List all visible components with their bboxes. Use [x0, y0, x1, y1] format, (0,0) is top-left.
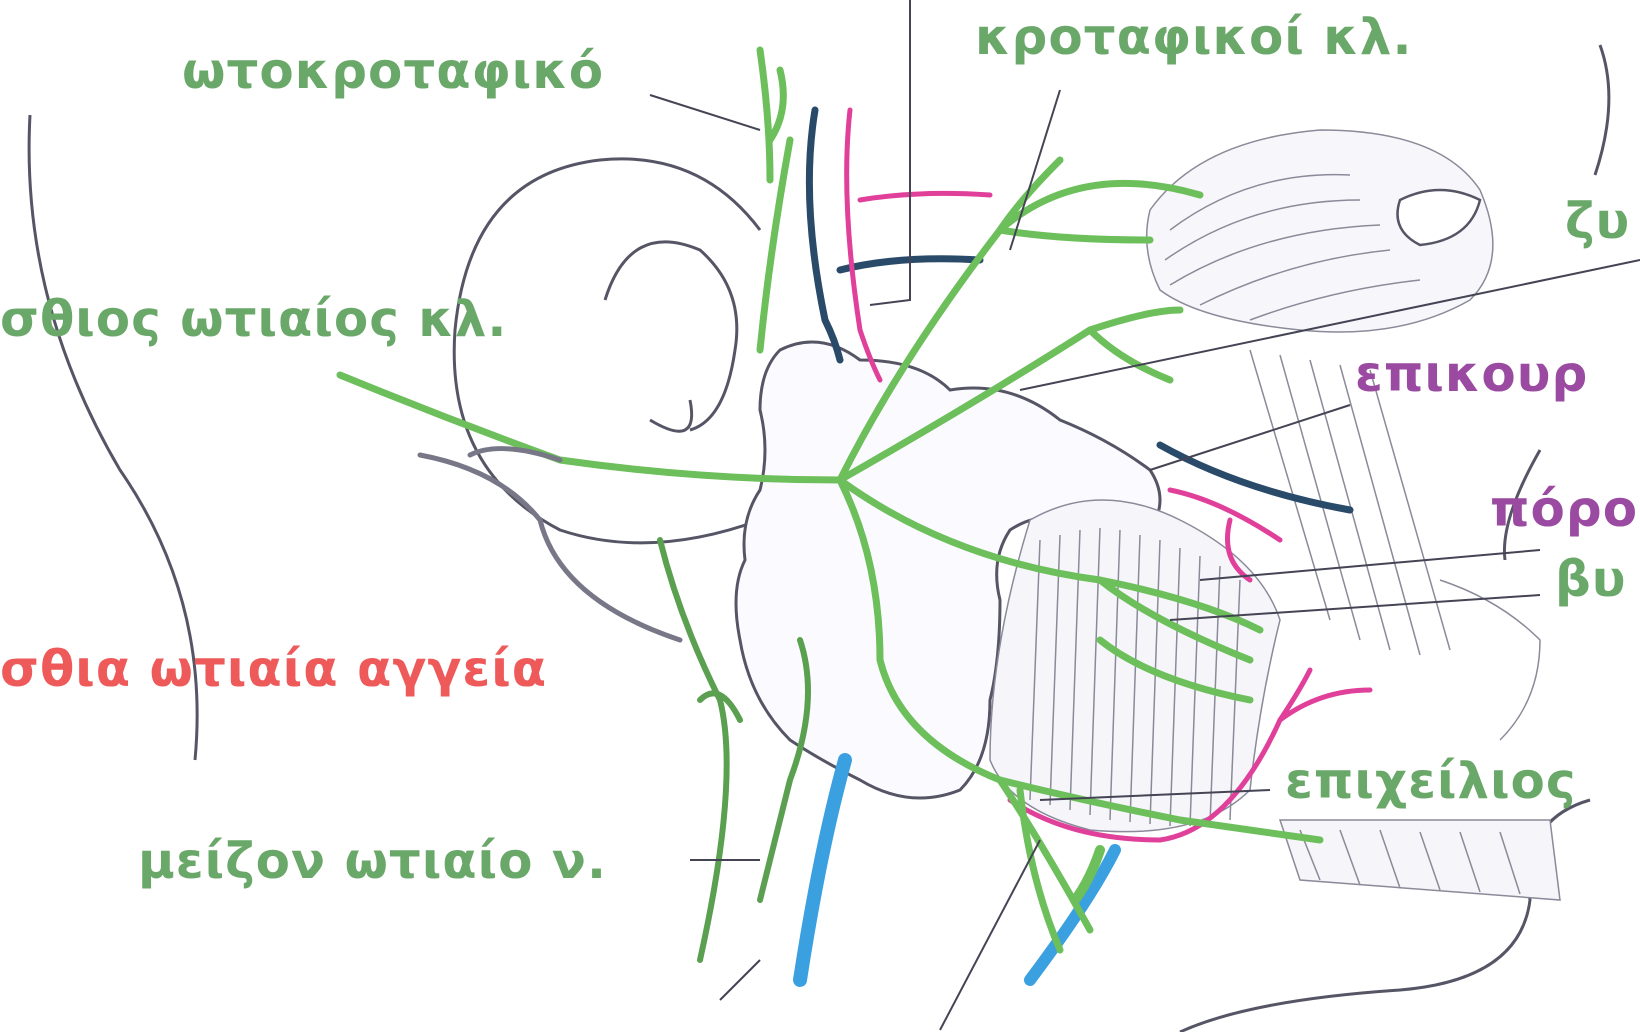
label-krotafikoi: κροταφικοί κλ. — [975, 8, 1412, 66]
label-zy: ζυ — [1565, 192, 1630, 250]
label-otokrotafiko: ωτοκροταφικό — [182, 42, 604, 100]
label-meizon-otiaio: μείζον ωτιαίο ν. — [138, 832, 607, 890]
label-poro: πόρο — [1490, 480, 1638, 538]
label-epicheilios: επιχείλιος — [1285, 752, 1577, 810]
label-opisthios-otiaios: σθιος ωτιαίος κλ. — [0, 290, 507, 348]
label-by: βυ — [1555, 550, 1627, 608]
label-opisthia-angeia: σθια ωτιαία αγγεία — [0, 640, 547, 698]
label-epikour: επικουρ — [1355, 345, 1588, 403]
